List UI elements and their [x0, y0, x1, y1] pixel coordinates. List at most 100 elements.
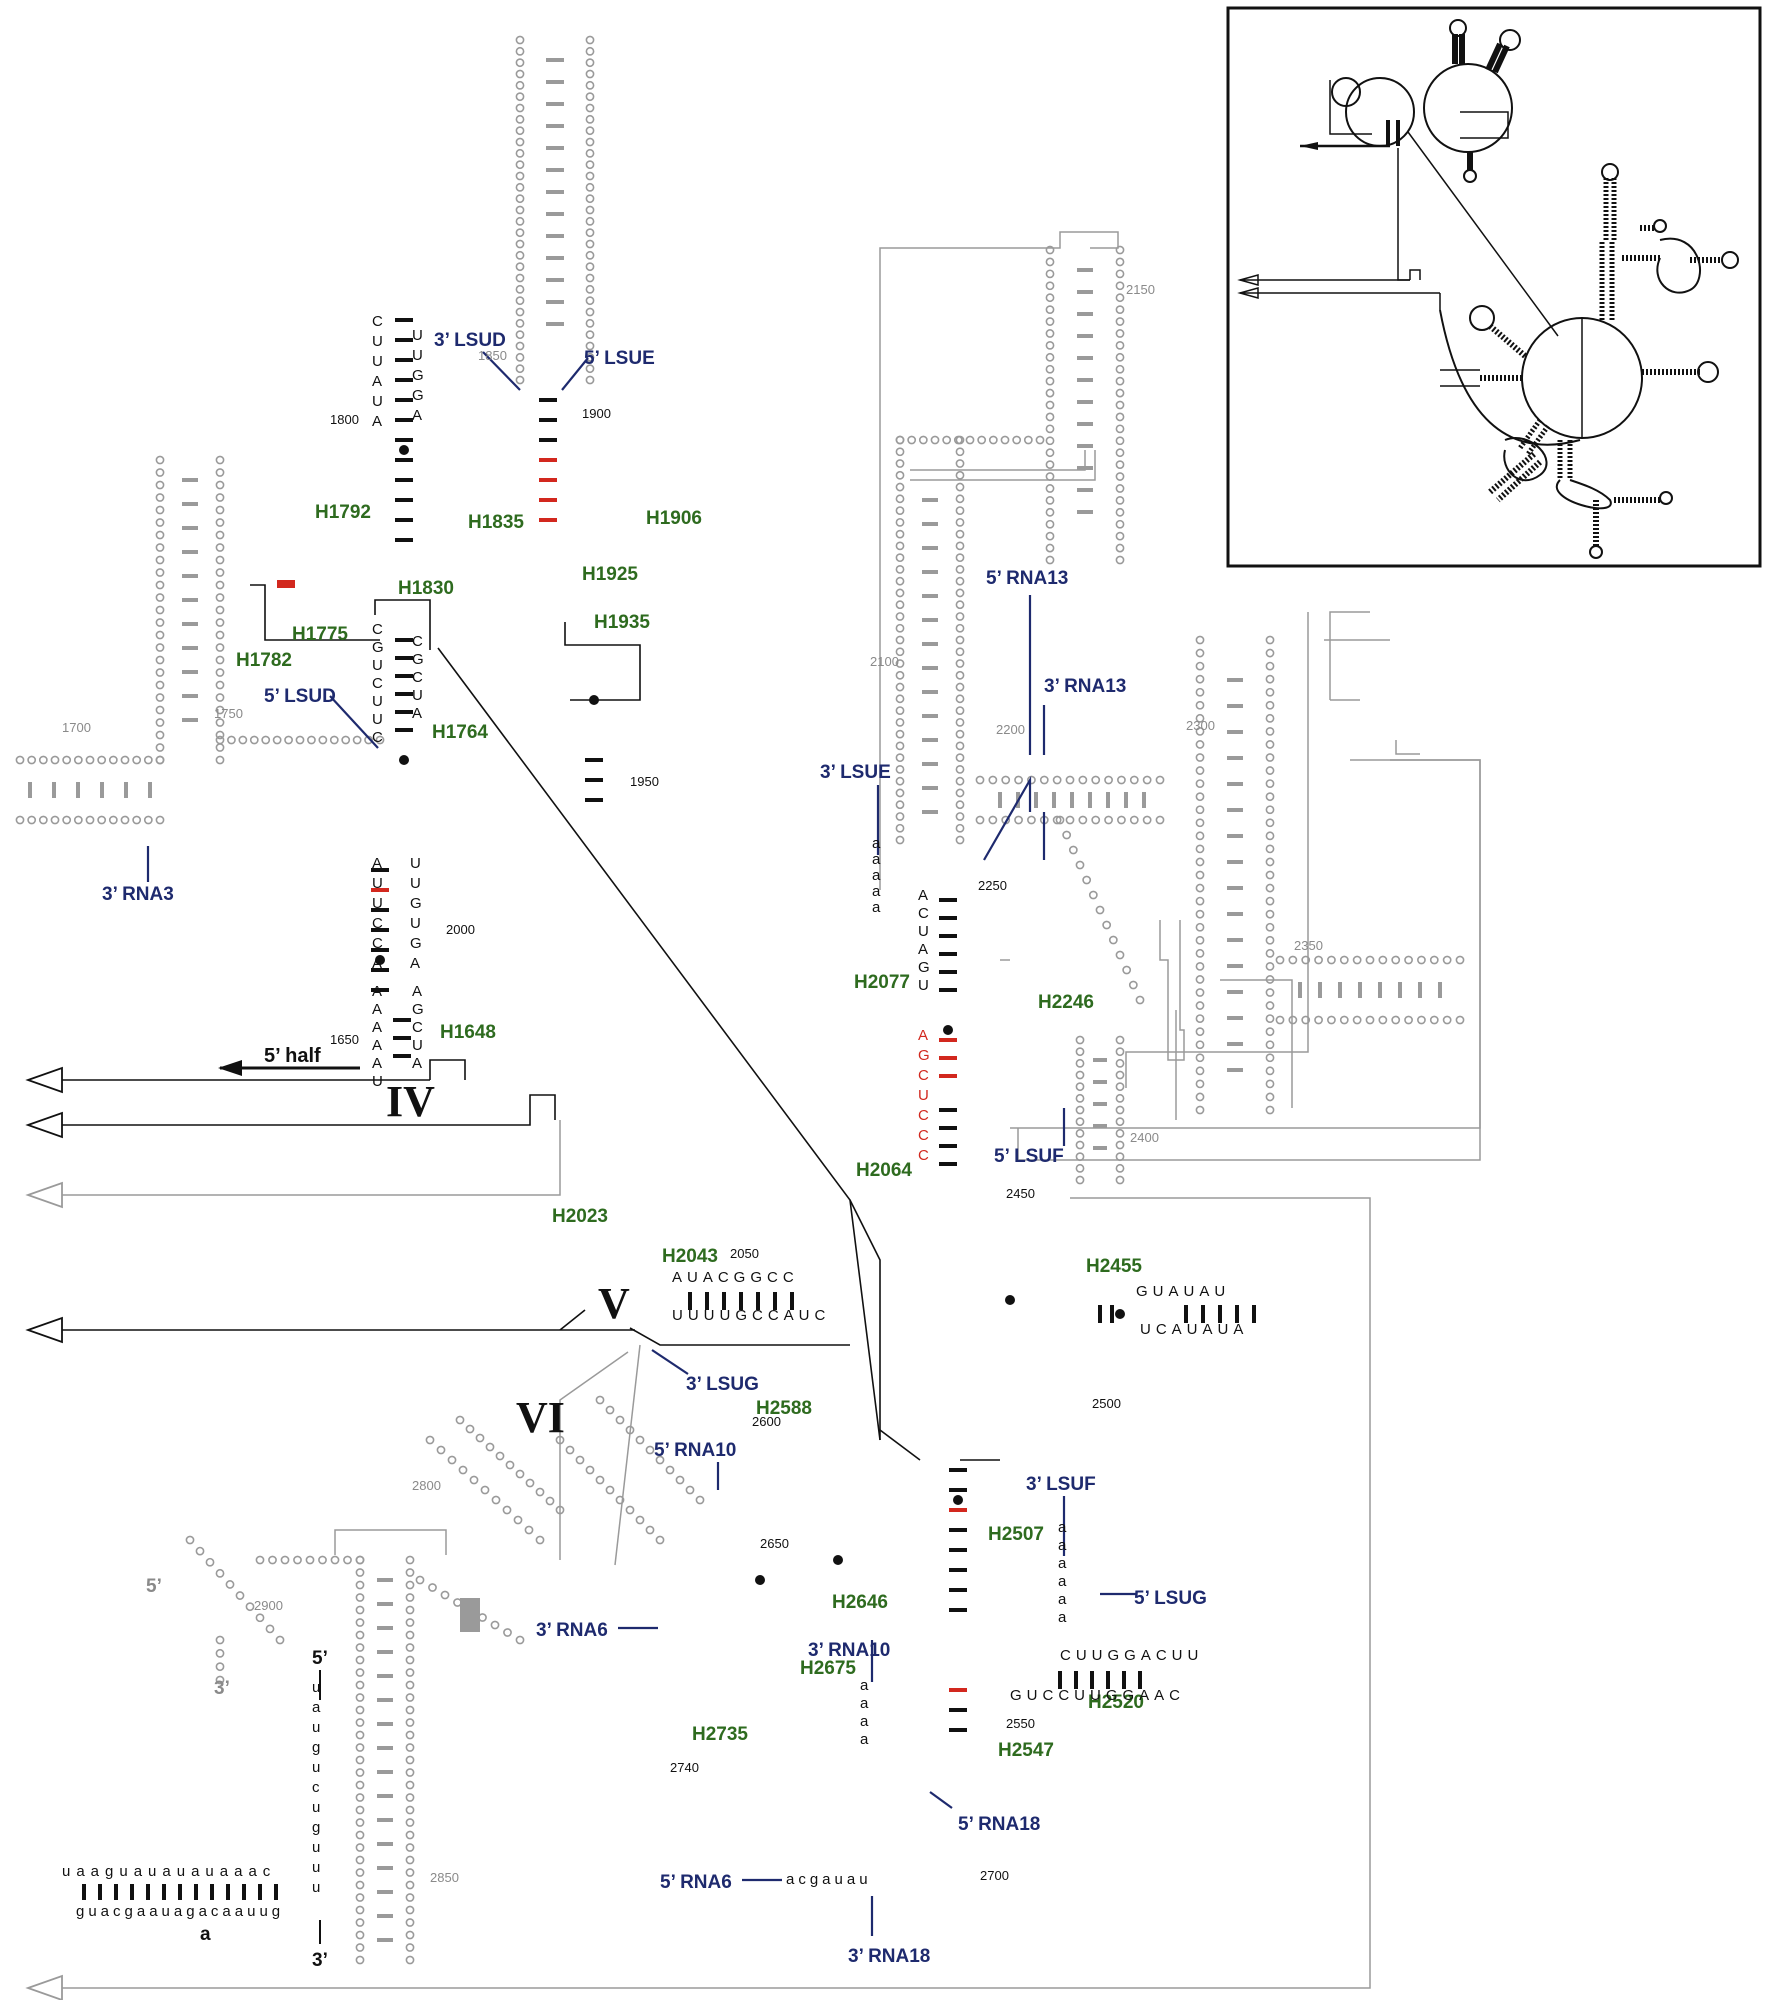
grey-nucleotide	[341, 735, 351, 745]
grey-nucleotide	[405, 1643, 415, 1652]
grey-nucleotide	[215, 630, 225, 640]
grey-nucleotide	[1115, 1070, 1125, 1080]
grey-nucleotide	[1000, 435, 1010, 445]
grey-nucleotide	[585, 330, 595, 340]
grey-nucleotide	[515, 341, 525, 351]
grey-nucleotide	[155, 718, 165, 727]
grey-nucleotide	[1265, 753, 1275, 762]
grey-nucleotide	[1195, 635, 1205, 645]
grey-nucleotide	[1265, 1079, 1275, 1089]
pos-2250: 2250	[978, 878, 1007, 893]
grey-nucleotide	[895, 541, 905, 551]
grey-nucleotide	[503, 1628, 512, 1637]
grey-nucleotide	[155, 493, 165, 502]
grey-nucleotide	[155, 618, 165, 627]
grey-nucleotide	[1195, 740, 1205, 749]
non-canonical-pair	[953, 1495, 963, 1505]
grey-nucleotide	[480, 1485, 490, 1495]
grey-nucleotide	[132, 755, 142, 765]
grey-nucleotide	[515, 46, 525, 56]
grey-nucleotide	[375, 735, 385, 745]
domain-arrows	[25, 1060, 360, 2000]
grey-nucleotide	[155, 630, 165, 640]
grey-nucleotide	[215, 480, 225, 490]
grey-nucleotide	[1014, 815, 1023, 825]
grey-nucleotide	[215, 618, 225, 627]
pos-2400: 2400	[1130, 1130, 1159, 1145]
grey-nucleotide	[1195, 1027, 1205, 1037]
grey-nucleotide	[515, 35, 525, 45]
grey-nucleotide	[15, 755, 25, 765]
grey-nucleotide	[955, 800, 965, 810]
grey-nucleotide	[953, 435, 963, 445]
grey-nucleotide	[355, 1730, 365, 1740]
grey-nucleotide	[1404, 1015, 1413, 1025]
grey-nucleotide	[535, 1487, 545, 1497]
grey-nucleotide	[955, 459, 965, 468]
grey-nucleotide	[1265, 844, 1275, 854]
grey-nucleotide	[595, 1395, 605, 1405]
grey-nucleotide	[1455, 955, 1465, 965]
grey-nucleotide	[1115, 484, 1125, 493]
grey-nucleotide	[1115, 269, 1125, 279]
grey-nucleotide	[1195, 687, 1205, 697]
grey-nucleotide	[1288, 955, 1298, 965]
grey-nucleotide	[155, 815, 165, 825]
grey-nucleotide	[1265, 948, 1275, 958]
grey-nucleotide	[1065, 775, 1075, 785]
grey-nucleotide	[665, 1465, 675, 1475]
grey-nucleotide	[585, 205, 595, 215]
grey-nucleotide	[355, 1580, 365, 1590]
grey-nucleotide	[1265, 818, 1275, 828]
pos-2450: 2450	[1006, 1186, 1035, 1201]
grey-nucleotide	[1045, 448, 1055, 458]
grey-nucleotide	[1075, 1140, 1085, 1150]
grey-nucleotide	[975, 775, 985, 785]
fragment-labels: 3’ LSUD 5’ LSUE 5’ LSUD 3’ RNA3 5’ RNA13…	[102, 330, 1207, 1967]
grey-nucleotide	[585, 137, 595, 147]
grey-nucleotide	[895, 459, 905, 468]
grey-nucleotide	[895, 470, 905, 480]
grey-nucleotide	[405, 1668, 415, 1677]
grey-nucleotide	[329, 735, 339, 745]
grey-nucleotide	[955, 788, 965, 798]
grey-nucleotide	[155, 680, 165, 690]
grey-nucleotide	[955, 623, 965, 633]
grey-nucleotide	[155, 518, 165, 527]
grey-nucleotide	[1075, 1093, 1085, 1103]
grey-nucleotide	[1365, 1015, 1375, 1025]
grey-nucleotide	[955, 447, 965, 457]
grey-nucleotide	[355, 1793, 365, 1802]
grey-nucleotide	[215, 1635, 225, 1645]
grey-nucleotide	[1115, 340, 1125, 350]
grey-nucleotide	[1115, 1140, 1125, 1150]
grey-nucleotide	[585, 148, 595, 158]
domain-iv-arrow-grey	[25, 1181, 63, 1209]
grey-nucleotide	[1115, 1163, 1125, 1173]
grey-nucleotide	[215, 530, 225, 540]
grey-nucleotide	[1327, 1015, 1336, 1025]
grey-nucleotide	[355, 1830, 365, 1840]
grey-nucleotide	[215, 518, 225, 527]
grey-nucleotide	[515, 250, 525, 260]
grey-nucleotide	[405, 1568, 415, 1577]
grey-nucleotide	[955, 635, 965, 645]
panel-a-helix	[82, 1670, 321, 1944]
grey-nucleotide	[515, 239, 525, 249]
grey-nucleotide	[355, 1905, 365, 1915]
grey-nucleotide	[1195, 1053, 1205, 1063]
grey-nucleotide	[1195, 1079, 1205, 1089]
grey-nucleotide	[895, 765, 905, 774]
grey-nucleotide	[1195, 753, 1205, 762]
grey-nucleotide	[895, 670, 905, 680]
grey-nucleotide	[495, 1451, 505, 1461]
grey-nucleotide	[1195, 674, 1205, 684]
grey-nucleotide	[1365, 955, 1375, 965]
grey-nucleotide	[1115, 1035, 1125, 1045]
grey-nucleotide	[355, 1768, 365, 1777]
helix-label-h2043: H2043	[662, 1246, 718, 1267]
grey-nucleotide	[535, 1535, 545, 1545]
